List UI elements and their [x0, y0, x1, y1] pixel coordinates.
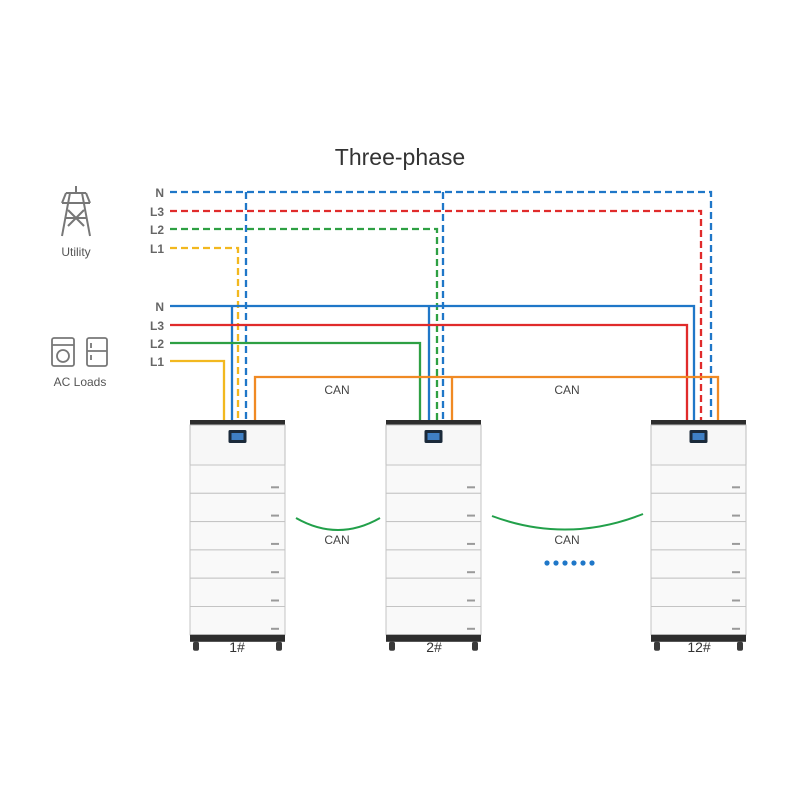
- power-tower-icon: [61, 186, 91, 237]
- can-wire-label-1: CAN: [324, 383, 349, 397]
- battery-module: [189, 492, 286, 523]
- unit-label-2: 2#: [426, 639, 442, 655]
- battery-module: [189, 606, 286, 636]
- unit-label-1: 1#: [229, 639, 245, 655]
- load-bus: [170, 304, 696, 420]
- can-link-arc-2: [491, 513, 644, 531]
- battery-module: [189, 549, 286, 579]
- battery-module: [385, 492, 482, 523]
- battery-module: [650, 464, 747, 494]
- utility-l2-line: [170, 227, 439, 420]
- can-wire-label-2: CAN: [554, 383, 579, 397]
- battery-module: [385, 549, 482, 579]
- battery-module: [650, 549, 747, 579]
- load-l2-line: [170, 341, 422, 420]
- ac-loads-label: AC Loads: [54, 375, 107, 389]
- load-line-label-l1: L1: [150, 355, 164, 369]
- battery-cabinet-2: [385, 420, 482, 651]
- utility-label: Utility: [61, 245, 90, 259]
- utility-n-line: [170, 190, 713, 420]
- washing-machine-icon: [51, 337, 75, 367]
- battery-module: [189, 521, 286, 551]
- battery-module: [189, 464, 286, 494]
- utility-line-label-l3: L3: [150, 205, 164, 219]
- load-line-label-l3: L3: [150, 319, 164, 333]
- utility-l3-line: [170, 209, 703, 420]
- utility-line-label-n: N: [155, 186, 164, 200]
- battery-module: [385, 577, 482, 608]
- can-wire: [253, 375, 720, 420]
- refrigerator-icon: [86, 337, 108, 367]
- load-l3-line: [170, 323, 689, 420]
- ellipsis-dots: [544, 560, 595, 566]
- utility-line-label-l1: L1: [150, 242, 164, 256]
- can-link-label-2: CAN: [554, 533, 579, 547]
- can-link-label-1: CAN: [324, 533, 349, 547]
- unit-label-12: 12#: [687, 639, 711, 655]
- load-line-label-n: N: [155, 300, 164, 314]
- load-line-label-l2: L2: [150, 337, 164, 351]
- battery-module: [650, 492, 747, 523]
- utility-line-label-l2: L2: [150, 223, 164, 237]
- load-l1-line: [170, 359, 226, 420]
- battery-module: [189, 577, 286, 608]
- battery-module: [385, 464, 482, 494]
- load-n-line: [170, 304, 696, 420]
- can-link-arc-1: [295, 517, 381, 531]
- utility-l1-line: [170, 246, 240, 420]
- battery-module: [385, 606, 482, 636]
- battery-cabinet-12: [650, 420, 747, 651]
- battery-cabinet-1: [189, 420, 286, 651]
- battery-module: [650, 521, 747, 551]
- battery-module: [650, 577, 747, 608]
- diagram-title: Three-phase: [335, 144, 465, 170]
- battery-module: [650, 606, 747, 636]
- battery-module: [385, 521, 482, 551]
